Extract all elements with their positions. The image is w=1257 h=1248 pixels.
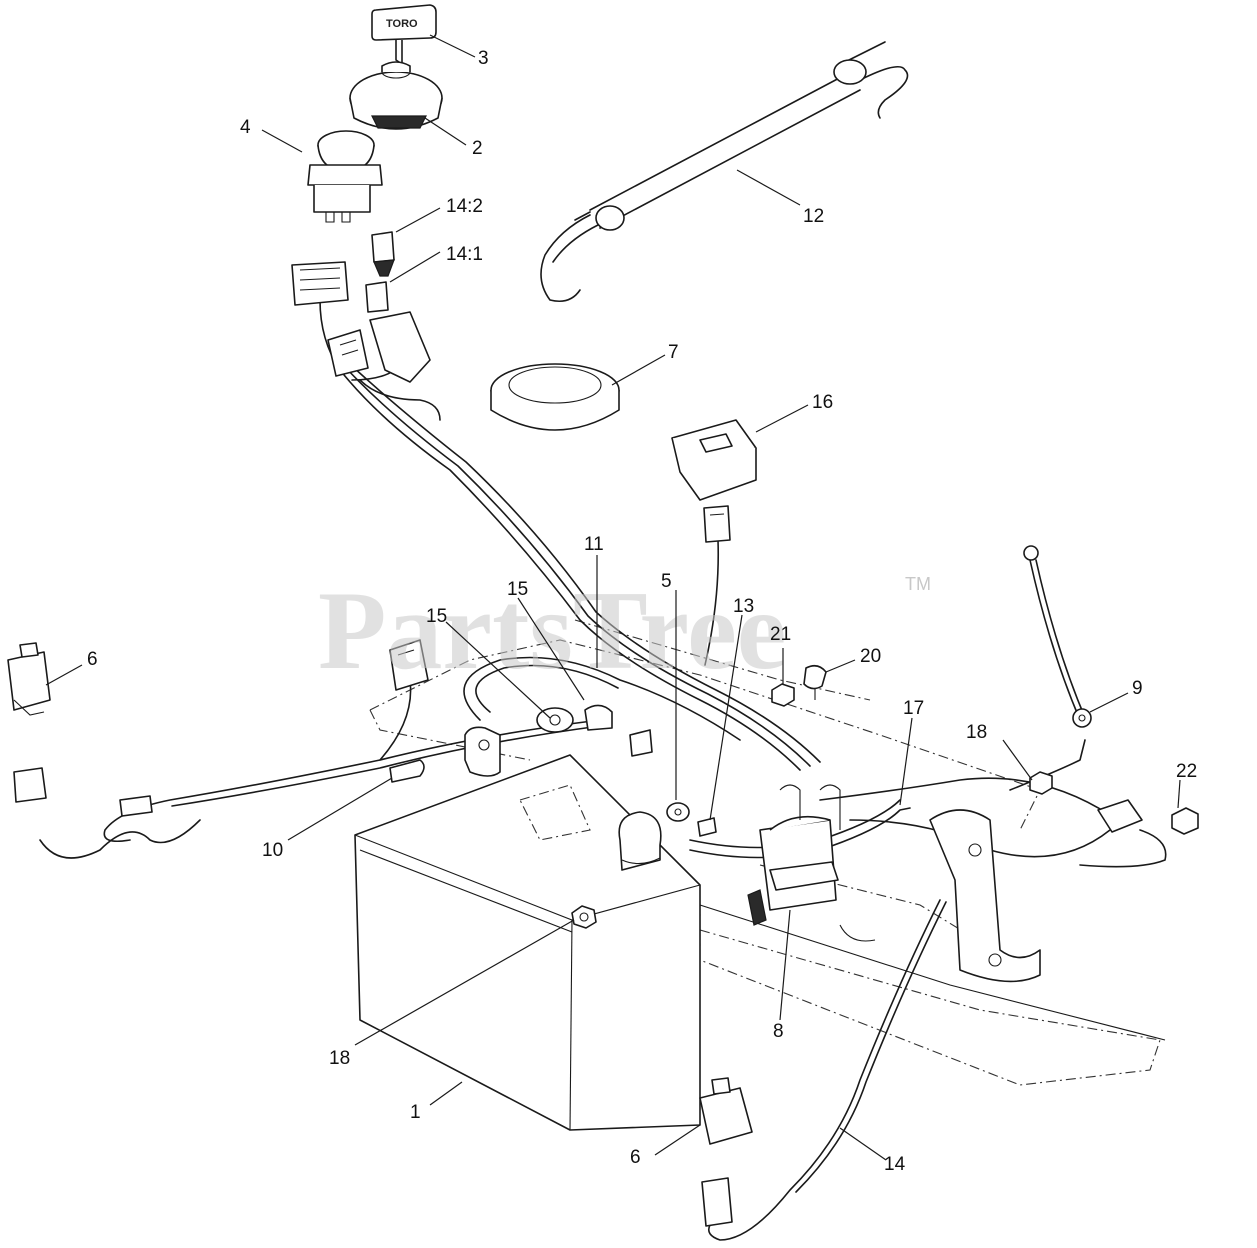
watermark-trademark: TM bbox=[905, 574, 931, 594]
battery bbox=[354, 726, 701, 1131]
callout-1: 1 bbox=[410, 1102, 421, 1123]
callout-2: 2 bbox=[472, 138, 483, 159]
ignition-switch bbox=[349, 61, 443, 130]
callout-14-2: 14:2 bbox=[446, 196, 483, 217]
callout-15-right: 5 bbox=[661, 571, 672, 592]
callout-14-1: 14:1 bbox=[446, 244, 483, 265]
callout-14: 14 bbox=[884, 1154, 906, 1175]
callout-leaders bbox=[45, 34, 1181, 1161]
callout-3: 3 bbox=[478, 48, 489, 69]
callout-6-lower: 6 bbox=[630, 1147, 641, 1168]
callout-20: 20 bbox=[860, 646, 881, 667]
callout-8: 8 bbox=[773, 1021, 784, 1042]
watermark-text: PartsTree bbox=[318, 569, 787, 693]
callout-18-right: 18 bbox=[966, 722, 987, 743]
safety-switch-connector bbox=[389, 639, 429, 691]
callout-13: 13 bbox=[733, 596, 754, 617]
key-brand-label: TORO bbox=[386, 18, 418, 30]
callout-11: 11 bbox=[584, 534, 604, 555]
harness-clamps bbox=[536, 704, 653, 757]
starter-solenoid bbox=[747, 784, 841, 926]
nut-and-bolt-right bbox=[1029, 771, 1199, 835]
callout-4: 4 bbox=[240, 117, 251, 138]
callout-18-left: 18 bbox=[329, 1048, 350, 1069]
diode bbox=[119, 759, 425, 817]
hour-meter bbox=[671, 419, 757, 543]
callout-21: 21 bbox=[770, 624, 791, 645]
callout-17: 17 bbox=[903, 698, 924, 719]
nut-and-bolt bbox=[771, 664, 827, 707]
watermark: PartsTree TM bbox=[318, 569, 931, 693]
callout-12: 12 bbox=[803, 206, 824, 227]
pto-connector bbox=[291, 261, 349, 306]
callout-10: 10 bbox=[262, 840, 283, 861]
callout-15-left: 15 bbox=[426, 606, 447, 627]
pto-switch bbox=[307, 130, 383, 223]
mounting-bracket bbox=[929, 809, 1041, 983]
callout-16: 16 bbox=[812, 392, 833, 413]
callout-7: 7 bbox=[668, 342, 679, 363]
callout-9: 9 bbox=[1132, 678, 1143, 699]
callout-6-left: 6 bbox=[87, 649, 98, 670]
battery-nut bbox=[571, 905, 597, 929]
callout-22: 22 bbox=[1176, 761, 1197, 782]
callout-labels: 3 2 4 14:2 14:1 12 7 16 11 15 15 5 13 21… bbox=[87, 48, 1197, 1175]
seat-switch-rod bbox=[540, 41, 909, 303]
bolt-and-washer bbox=[666, 802, 717, 837]
fuses bbox=[365, 231, 395, 313]
wire-harness bbox=[39, 299, 1167, 1241]
ignition-key: TORO bbox=[371, 4, 437, 65]
relay-lower bbox=[699, 1077, 753, 1227]
fuse-block bbox=[327, 311, 431, 383]
ground-cable-terminal bbox=[1023, 545, 1092, 728]
relay-left bbox=[7, 642, 51, 803]
hole-plug bbox=[490, 363, 620, 431]
callout-5: 15 bbox=[507, 579, 528, 600]
